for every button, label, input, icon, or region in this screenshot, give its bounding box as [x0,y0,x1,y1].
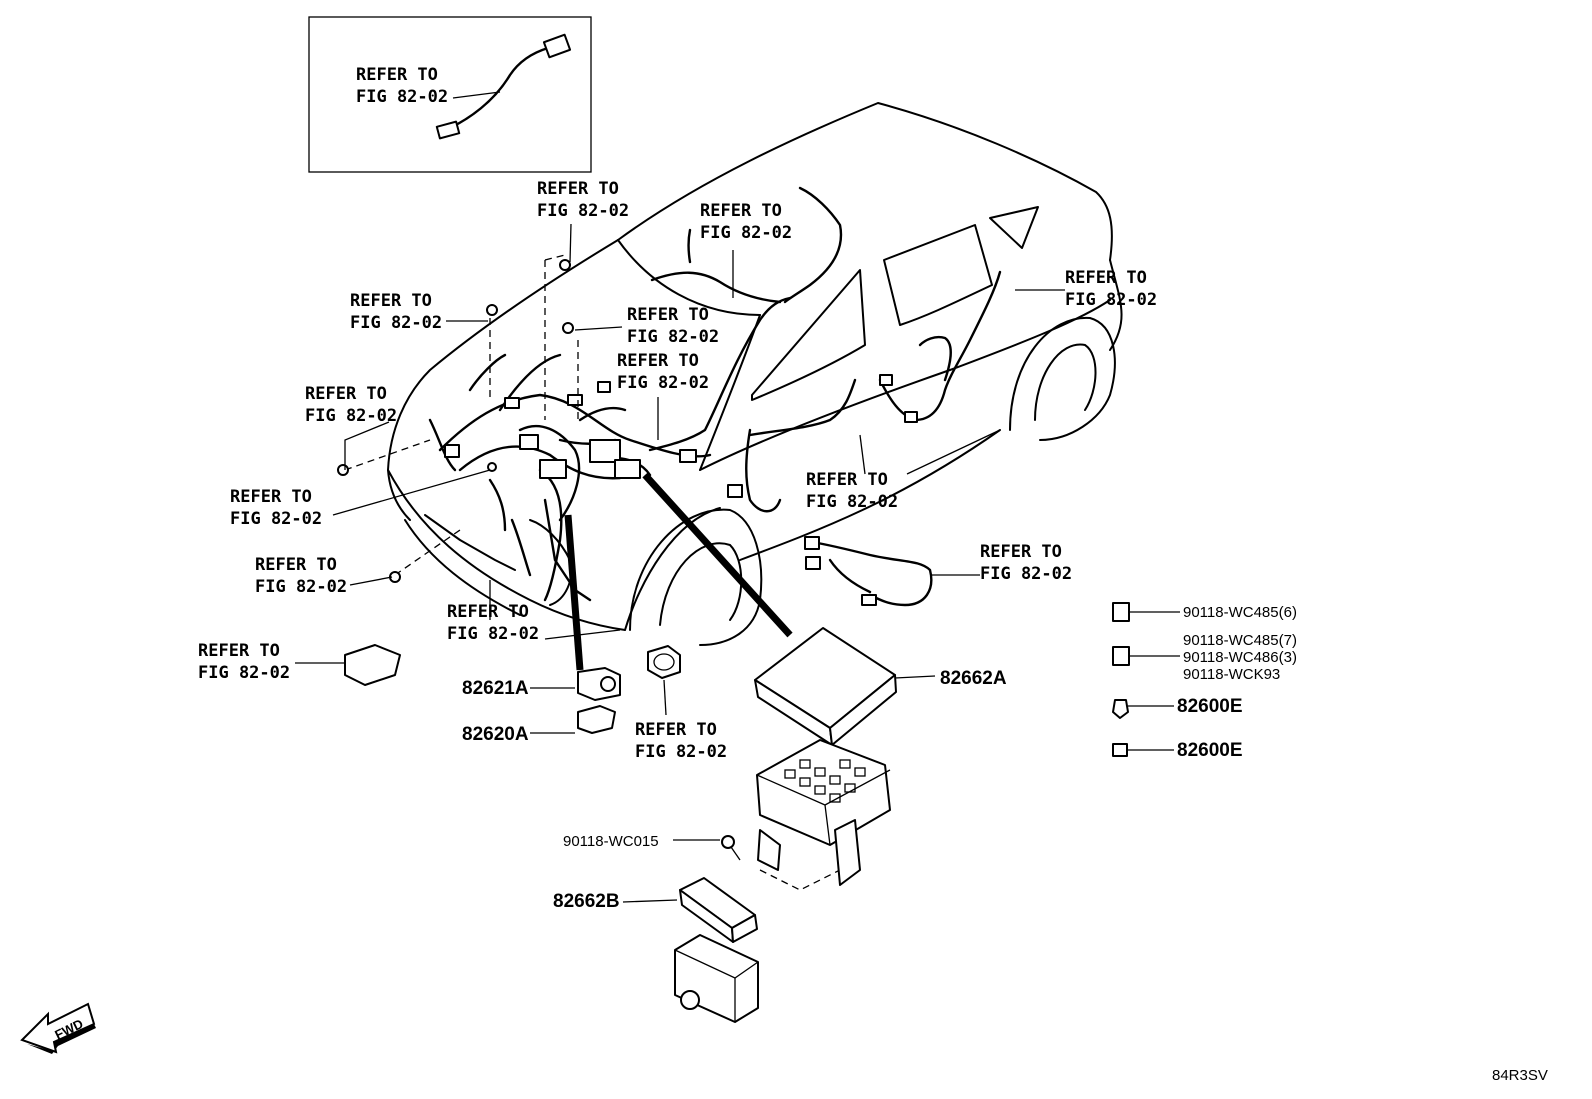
bolt-90118-WC015-graphic [673,835,741,861]
fig-label-center-1: FIG 82-02 [627,327,719,347]
clip-icon [487,462,497,472]
fig-label-left-3: FIG 82-02 [230,509,322,529]
leader-82662A [642,472,793,638]
refer-label-side: REFER TO [806,470,888,490]
refer-label-left-3: REFER TO [230,487,312,507]
label-leaders [332,223,1065,640]
dashed-leaders [344,254,841,891]
fuse-icon [1112,699,1129,719]
clip-icon [562,322,574,334]
part-number-90118-WC485-6: 90118-WC485(6) [1183,604,1297,621]
fig-label-left-4: FIG 82-02 [255,577,347,597]
part-82662A-graphic [754,627,936,746]
fwd-arrow-icon: FWD [20,1002,96,1054]
fig-label-front: FIG 82-02 [447,624,539,644]
fig-label-top-1: FIG 82-02 [537,201,629,221]
relay-icon [1112,602,1130,622]
clip-icon [337,464,349,476]
fig-label-cap: FIG 82-02 [635,742,727,762]
fig-label-side: FIG 82-02 [806,492,898,512]
fig-label-center-2: FIG 82-02 [617,373,709,393]
refer-label-door: REFER TO [980,542,1062,562]
door-harness [804,536,933,607]
refer-label-rear: REFER TO [1065,268,1147,288]
rear-harness [727,270,1002,513]
inset-refer-line2: FIG 82-02 [356,87,448,107]
part-number-labels: 82621A 82620A 82662A 82662B 90118-WC015 … [462,604,1297,912]
fig-label-roof: FIG 82-02 [700,223,792,243]
part-number-90118-WC486-3: 90118-WC486(3) [1183,649,1297,666]
refer-label-front: REFER TO [447,602,529,622]
engine-bay-harness [424,296,792,606]
inset-refer-line1: REFER TO [356,65,438,85]
inset-box: REFER TO FIG 82-02 [308,16,592,173]
cap-part-graphic [647,645,681,716]
fig-label-sensor: FIG 82-02 [198,663,290,683]
fig-label-left-2: FIG 82-02 [305,406,397,426]
refer-label-sensor: REFER TO [198,641,280,661]
part-82621A-graphic [530,667,621,701]
refer-label-cap: REFER TO [635,720,717,740]
refer-labels: REFER TO FIG 82-02 REFER TO FIG 82-02 RE… [198,179,1157,762]
part-82662B-graphic [622,877,758,943]
relay-icon [1112,646,1130,666]
fig-label-rear: FIG 82-02 [1065,290,1157,310]
part-number-82600E-a: 82600E [1177,696,1243,717]
refer-label-left-2: REFER TO [305,384,387,404]
roof-harness [650,186,843,304]
lower-case-graphic [674,934,759,1023]
refer-label-roof: REFER TO [700,201,782,221]
fig-label-door: FIG 82-02 [980,564,1072,584]
clip-icon [559,259,571,271]
refer-label-left-4: REFER TO [255,555,337,575]
sensor-left-graphic [295,644,401,686]
part-number-90118-WCK93: 90118-WCK93 [1183,666,1280,683]
refer-label-top-1: REFER TO [537,179,619,199]
part-number-82662B: 82662B [553,891,620,912]
relay-parts-graphic [1112,602,1180,757]
part-82620A-graphic [530,705,616,734]
fig-label-left-1: FIG 82-02 [350,313,442,333]
part-number-82662A: 82662A [940,668,1007,689]
vehicle-outline [387,102,1123,646]
part-number-82621A: 82621A [462,678,529,699]
clip-icon [486,304,498,316]
fuse-icon [1112,743,1128,757]
part-number-90118-WC485-7: 90118-WC485(7) [1183,632,1297,649]
part-number-82600E-b: 82600E [1177,740,1243,761]
part-number-90118-WC015: 90118-WC015 [563,833,659,850]
refer-label-left-1: REFER TO [350,291,432,311]
refer-label-center-1: REFER TO [627,305,709,325]
image-code: 84R3SV [1492,1067,1548,1084]
junction-block-graphic [756,739,891,886]
part-number-82620A: 82620A [462,724,529,745]
refer-label-center-2: REFER TO [617,351,699,371]
leader-82621A [564,514,584,671]
